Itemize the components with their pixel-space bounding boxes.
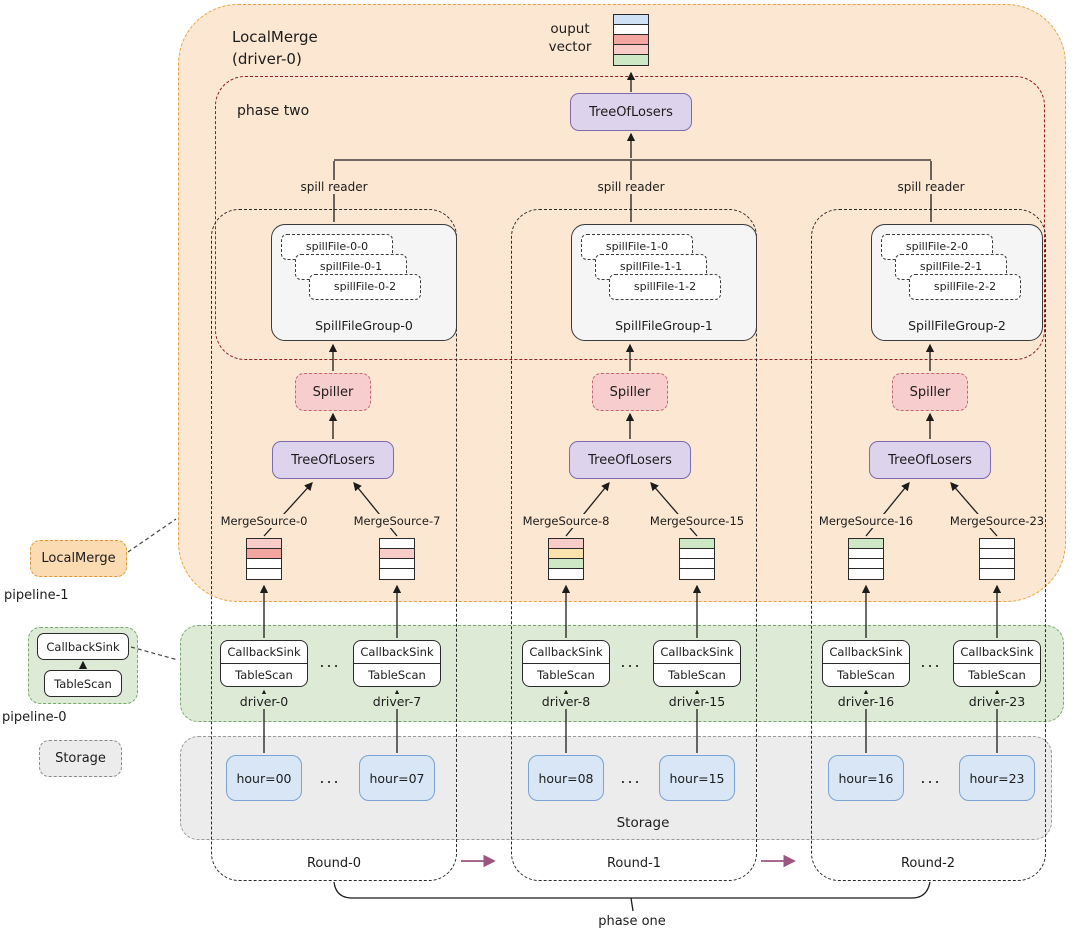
output-vector-label-line1: ouput — [550, 21, 590, 37]
spill-reader-label: spill reader — [889, 180, 973, 194]
spill-reader-label: spill reader — [292, 180, 376, 194]
round-column-2 — [811, 209, 1046, 881]
spiller-box: Spiller — [592, 373, 668, 411]
driver-unit: CallbackSink TableScan — [653, 640, 741, 687]
tablescan-cell: TableScan — [368, 668, 426, 682]
driver-unit: CallbackSink TableScan — [953, 640, 1041, 687]
mergesource-label: MergeSource-23 — [949, 514, 1045, 528]
legend-localmerge-box: LocalMerge — [30, 540, 127, 577]
ellipsis: ... — [920, 768, 942, 787]
ellipsis: ... — [620, 768, 642, 787]
mergesource-label: MergeSource-8 — [518, 514, 614, 528]
legend-storage-box: Storage — [39, 740, 122, 777]
spillfilegroup-box: spillFile-0-0 spillFile-0-1 spillFile-0-… — [271, 224, 457, 341]
localmerge-title-line2: (driver-0) — [232, 50, 302, 68]
localmerge-title-line1: LocalMerge — [232, 28, 318, 46]
spillfile-box: spillFile-0-2 — [309, 274, 421, 300]
round-label: Round-0 — [306, 856, 362, 871]
tablescan-cell: TableScan — [837, 668, 895, 682]
output-vector-icon — [613, 14, 649, 66]
phase-two-label: phase two — [237, 103, 310, 119]
round-label: Round-1 — [606, 856, 662, 871]
legend-callbacksink-box: CallbackSink — [37, 633, 129, 660]
mergesource-vector-icon — [979, 538, 1015, 580]
driver-unit: CallbackSink TableScan — [822, 640, 910, 687]
legend-tablescan-box: TableScan — [44, 670, 122, 697]
spillfilegroup-label: SpillFileGroup-1 — [615, 318, 713, 333]
driver-label: driver-8 — [522, 694, 610, 709]
output-vector-label: ouput vector — [538, 20, 602, 56]
tablescan-cell: TableScan — [235, 668, 293, 682]
mergesource-vector-icon — [246, 538, 282, 580]
driver-unit: CallbackSink TableScan — [220, 640, 308, 687]
treeoflosers-box: TreeOfLosers — [869, 441, 991, 479]
hour-box: hour=23 — [959, 755, 1035, 801]
round-label: Round-2 — [900, 856, 956, 871]
driver-label: driver-0 — [220, 694, 308, 709]
callbacksink-cell: CallbackSink — [823, 641, 909, 664]
output-vector-label-line2: vector — [548, 39, 592, 55]
round-column-1 — [511, 209, 757, 881]
driver-label: driver-23 — [953, 694, 1041, 709]
phase-one-label: phase one — [598, 914, 666, 929]
localmerge-title: LocalMerge (driver-0) — [232, 26, 318, 70]
ellipsis: ... — [319, 652, 341, 671]
ellipsis: ... — [319, 768, 341, 787]
ellipsis: ... — [620, 652, 642, 671]
spiller-box: Spiller — [892, 373, 968, 411]
storage-band — [180, 736, 1052, 840]
tablescan-cell: TableScan — [537, 668, 595, 682]
mergesource-vector-icon — [679, 538, 715, 580]
spillfilegroup-label: SpillFileGroup-2 — [908, 318, 1006, 333]
spillfilegroup-label: SpillFileGroup-0 — [315, 318, 413, 333]
spillfilegroup-box: spillFile-2-0 spillFile-2-1 spillFile-2-… — [871, 224, 1043, 341]
hour-box: hour=08 — [528, 755, 604, 801]
spillfile-box: spillFile-2-2 — [909, 274, 1021, 300]
treeoflosers-box: TreeOfLosers — [272, 441, 394, 479]
mergesource-label: MergeSource-15 — [649, 514, 745, 528]
phase-one-brace — [333, 881, 931, 912]
callbacksink-cell: CallbackSink — [654, 641, 740, 664]
drivers-band — [180, 625, 1064, 722]
hour-box: hour=07 — [359, 755, 435, 801]
driver-label: driver-7 — [353, 694, 441, 709]
top-treeoflosers-box: TreeOfLosers — [570, 93, 692, 131]
driver-unit: CallbackSink TableScan — [353, 640, 441, 687]
mergesource-label: MergeSource-7 — [349, 514, 445, 528]
tablescan-cell: TableScan — [968, 668, 1026, 682]
pipeline-1-label: pipeline-1 — [4, 588, 69, 603]
mergesource-label: MergeSource-0 — [216, 514, 312, 528]
spillfile-box: spillFile-1-2 — [609, 274, 721, 300]
driver-label: driver-16 — [822, 694, 910, 709]
mergesource-vector-icon — [848, 538, 884, 580]
driver-unit: CallbackSink TableScan — [522, 640, 610, 687]
mergesource-label: MergeSource-16 — [818, 514, 914, 528]
spiller-box: Spiller — [295, 373, 371, 411]
hour-box: hour=00 — [226, 755, 302, 801]
callbacksink-cell: CallbackSink — [523, 641, 609, 664]
hour-box: hour=16 — [828, 755, 904, 801]
tablescan-cell: TableScan — [668, 668, 726, 682]
mergesource-vector-icon — [379, 538, 415, 580]
hour-box: hour=15 — [659, 755, 735, 801]
driver-label: driver-15 — [653, 694, 741, 709]
treeoflosers-box: TreeOfLosers — [569, 441, 691, 479]
spill-reader-label: spill reader — [589, 180, 673, 194]
callbacksink-cell: CallbackSink — [221, 641, 307, 664]
storage-label: Storage — [616, 815, 670, 831]
mergesource-vector-icon — [548, 538, 584, 580]
spillfilegroup-box: spillFile-1-0 spillFile-1-1 spillFile-1-… — [571, 224, 757, 341]
pipeline-0-label: pipeline-0 — [2, 710, 67, 725]
callbacksink-cell: CallbackSink — [954, 641, 1040, 664]
ellipsis: ... — [920, 652, 942, 671]
callbacksink-cell: CallbackSink — [354, 641, 440, 664]
